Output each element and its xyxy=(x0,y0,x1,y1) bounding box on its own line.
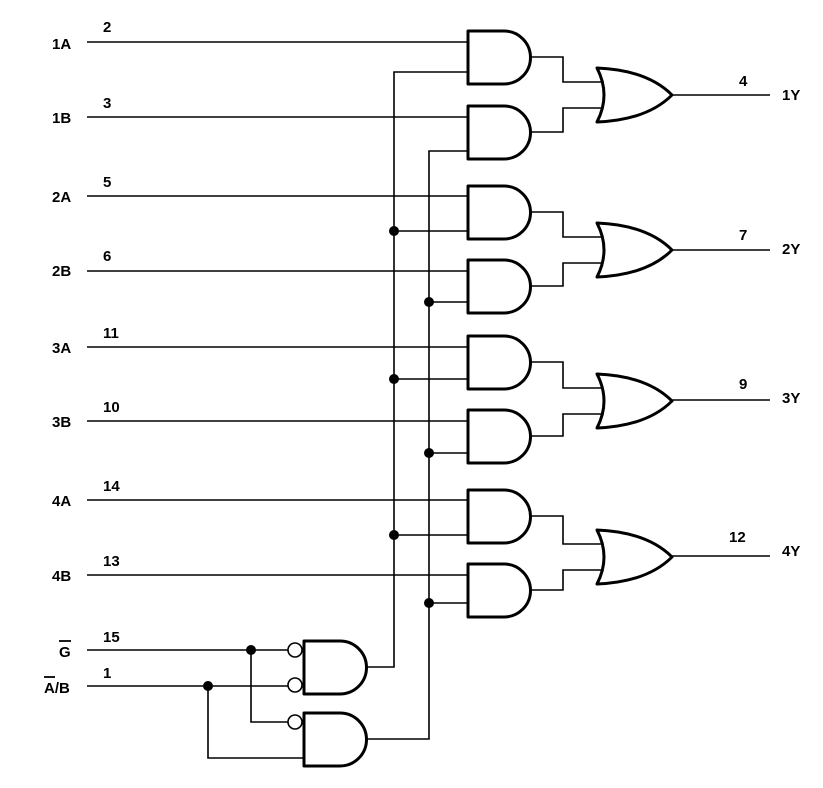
and-gate xyxy=(466,562,532,619)
and-to-or-wire xyxy=(531,107,601,133)
junction-dot xyxy=(389,530,399,540)
input-pin-3a: 11 xyxy=(103,325,119,342)
control-and-gate-1 xyxy=(302,639,368,696)
input-pin-1b: 3 xyxy=(103,95,111,112)
output-pin-3y: 9 xyxy=(739,376,747,393)
wire-group xyxy=(87,41,770,759)
control-label-g: G xyxy=(59,644,71,661)
and-gate xyxy=(466,104,532,161)
and-gate xyxy=(466,258,532,315)
input-pin-1a: 2 xyxy=(103,19,111,36)
control-wire-ab-branch xyxy=(207,686,304,759)
junction-dot xyxy=(389,226,399,236)
control-pin-ab: 1 xyxy=(103,665,111,682)
junction-dot xyxy=(389,374,399,384)
control-wire-g-branch xyxy=(250,650,288,723)
and-to-or-wire xyxy=(531,262,601,287)
or-gate xyxy=(595,66,674,124)
input-label-3b: 3B xyxy=(52,414,71,431)
input-label-4a: 4A xyxy=(52,493,71,510)
inverter-bubble xyxy=(287,677,303,693)
and-to-or-wire xyxy=(531,413,601,437)
input-label-4b: 4B xyxy=(52,568,71,585)
input-pin-2a: 5 xyxy=(103,174,111,191)
control-and-gate-2 xyxy=(302,711,368,768)
or-gate xyxy=(595,221,674,279)
and-to-or-wire xyxy=(531,56,601,83)
and-gate xyxy=(466,334,532,391)
output-label-1y: 1Y xyxy=(782,87,800,104)
input-pin-4a: 14 xyxy=(103,478,120,495)
or-gate xyxy=(595,372,674,430)
control-label-ab: A/B xyxy=(44,680,70,697)
label-group: 1A 2 1B 3 2A 5 2B 6 3A 11 3B 10 4A 14 4B… xyxy=(44,19,800,697)
input-pin-4b: 13 xyxy=(103,553,120,570)
control-pin-g: 15 xyxy=(103,629,120,646)
output-label-4y: 4Y xyxy=(782,543,800,560)
inverter-bubble xyxy=(287,642,303,658)
and-gate xyxy=(466,488,532,545)
output-pin-2y: 7 xyxy=(739,227,747,244)
and-to-or-wire xyxy=(531,211,601,238)
or-gate-group xyxy=(595,66,674,586)
junction-dot xyxy=(424,598,434,608)
input-label-1b: 1B xyxy=(52,110,71,127)
output-pin-4y: 12 xyxy=(729,529,746,546)
and-gate xyxy=(466,29,532,86)
and-to-or-wire xyxy=(531,515,601,545)
and-gate xyxy=(466,408,532,465)
input-label-3a: 3A xyxy=(52,340,71,357)
select-bus-b xyxy=(366,150,468,740)
junction-dot xyxy=(424,297,434,307)
input-label-2a: 2A xyxy=(52,189,71,206)
or-gate xyxy=(595,528,674,586)
input-pin-2b: 6 xyxy=(103,248,111,265)
and-gate xyxy=(466,184,532,241)
output-label-3y: 3Y xyxy=(782,390,800,407)
output-label-2y: 2Y xyxy=(782,241,800,258)
input-label-2b: 2B xyxy=(52,263,71,280)
input-label-1a: 1A xyxy=(52,36,71,53)
and-to-or-wire xyxy=(531,569,601,591)
select-bus-a xyxy=(366,71,468,668)
and-gate-group xyxy=(302,29,532,768)
and-to-or-wire xyxy=(531,361,601,389)
inverter-bubble xyxy=(287,714,303,730)
input-pin-3b: 10 xyxy=(103,399,120,416)
junction-dot xyxy=(424,448,434,458)
output-pin-1y: 4 xyxy=(739,73,748,90)
